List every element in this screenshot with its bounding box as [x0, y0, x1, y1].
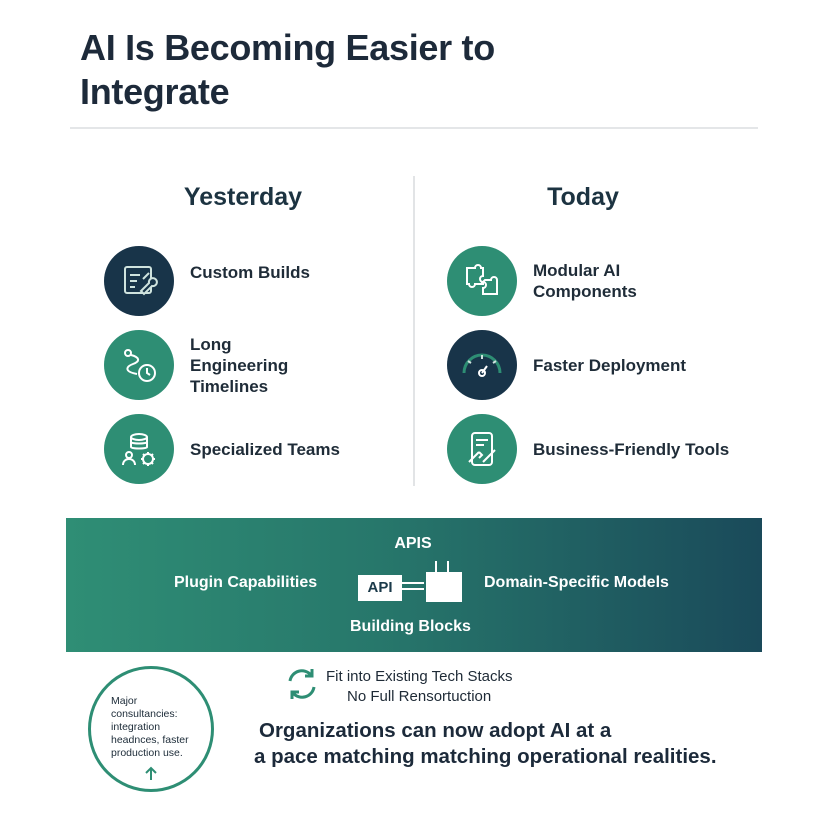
today-item-business-tools: Business-Friendly Tools — [447, 414, 729, 484]
plugin-capabilities-label: Plugin Capabilities — [174, 574, 318, 591]
yesterday-heading: Yesterday — [183, 183, 303, 211]
item-label: Modular AI Components — [533, 261, 637, 301]
yesterday-item-specialized-teams: Specialized Teams — [104, 414, 340, 484]
connector-icon — [402, 561, 462, 602]
arrow-up-icon — [145, 766, 157, 780]
apis-label: APIS — [394, 535, 432, 552]
item-label: Long Engineering Timelines — [190, 334, 289, 396]
speedometer-icon — [447, 330, 517, 400]
title-divider — [70, 127, 758, 129]
item-label: Faster Deployment — [533, 355, 687, 375]
integration-band: APIS Plugin Capabilities API Domain-Spec… — [66, 518, 762, 652]
team-gear-icon — [104, 414, 174, 484]
today-heading: Today — [547, 183, 619, 211]
yesterday-item-long-timelines: Long Engineering Timelines — [104, 330, 320, 400]
refresh-icon — [288, 669, 316, 699]
conclusion-text: Organizations can now adopt AI at a a pa… — [254, 719, 717, 768]
column-divider — [413, 176, 415, 486]
item-label: Custom Builds — [190, 262, 310, 282]
puzzle-icon — [447, 246, 517, 316]
domain-models-label: Domain-Specific Models — [484, 574, 669, 591]
api-box: API — [358, 575, 402, 601]
building-blocks-label: Building Blocks — [350, 618, 471, 635]
path-clock-icon — [104, 330, 174, 400]
consultancies-badge: Major consultancies: integration headnce… — [88, 666, 214, 792]
today-item-modular-components: Modular AI Components — [447, 246, 663, 316]
yesterday-item-custom-builds: Custom Builds — [104, 246, 310, 316]
item-label: Specialized Teams — [190, 439, 340, 459]
fit-stacks-text: Fit into Existing Tech Stacks — [326, 668, 513, 685]
no-reconstruction-text: No Full Rensortuction — [347, 688, 492, 705]
blueprint-wrench-icon — [104, 246, 174, 316]
today-item-faster-deployment: Faster Deployment — [447, 330, 686, 400]
item-label: Business-Friendly Tools — [533, 439, 730, 459]
tablet-tools-icon — [447, 414, 517, 484]
badge-text: Major consultancies: integration headnce… — [111, 695, 189, 759]
page-title: AI Is Becoming Easier to Integrate — [80, 27, 495, 112]
